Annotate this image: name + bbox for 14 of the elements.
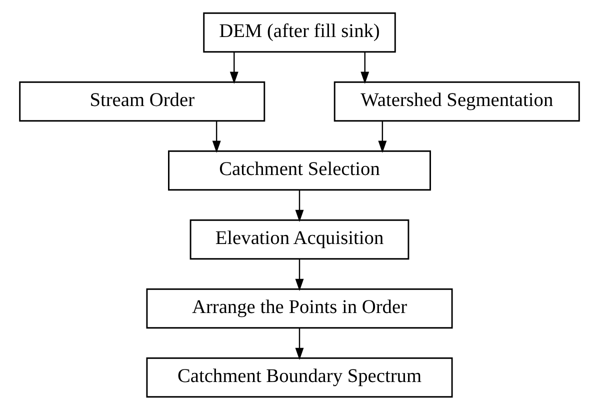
node-box: Arrange the Points in Order: [146, 288, 452, 329]
node-box: Catchment Boundary Spectrum: [146, 357, 452, 398]
arrow: [360, 52, 369, 84]
node-box: Catchment Selection: [168, 150, 430, 191]
arrow: [212, 121, 220, 153]
arrow: [294, 259, 304, 291]
arrow: [229, 52, 238, 84]
node-box: Stream Order: [18, 81, 265, 122]
node-box: DEM (after fill sink): [202, 12, 396, 53]
node-box: Elevation Acquisition: [189, 219, 409, 260]
node-box: Watershed Segmentation: [333, 81, 580, 122]
arrow: [294, 190, 304, 222]
arrow: [378, 121, 386, 153]
arrow: [294, 328, 304, 360]
